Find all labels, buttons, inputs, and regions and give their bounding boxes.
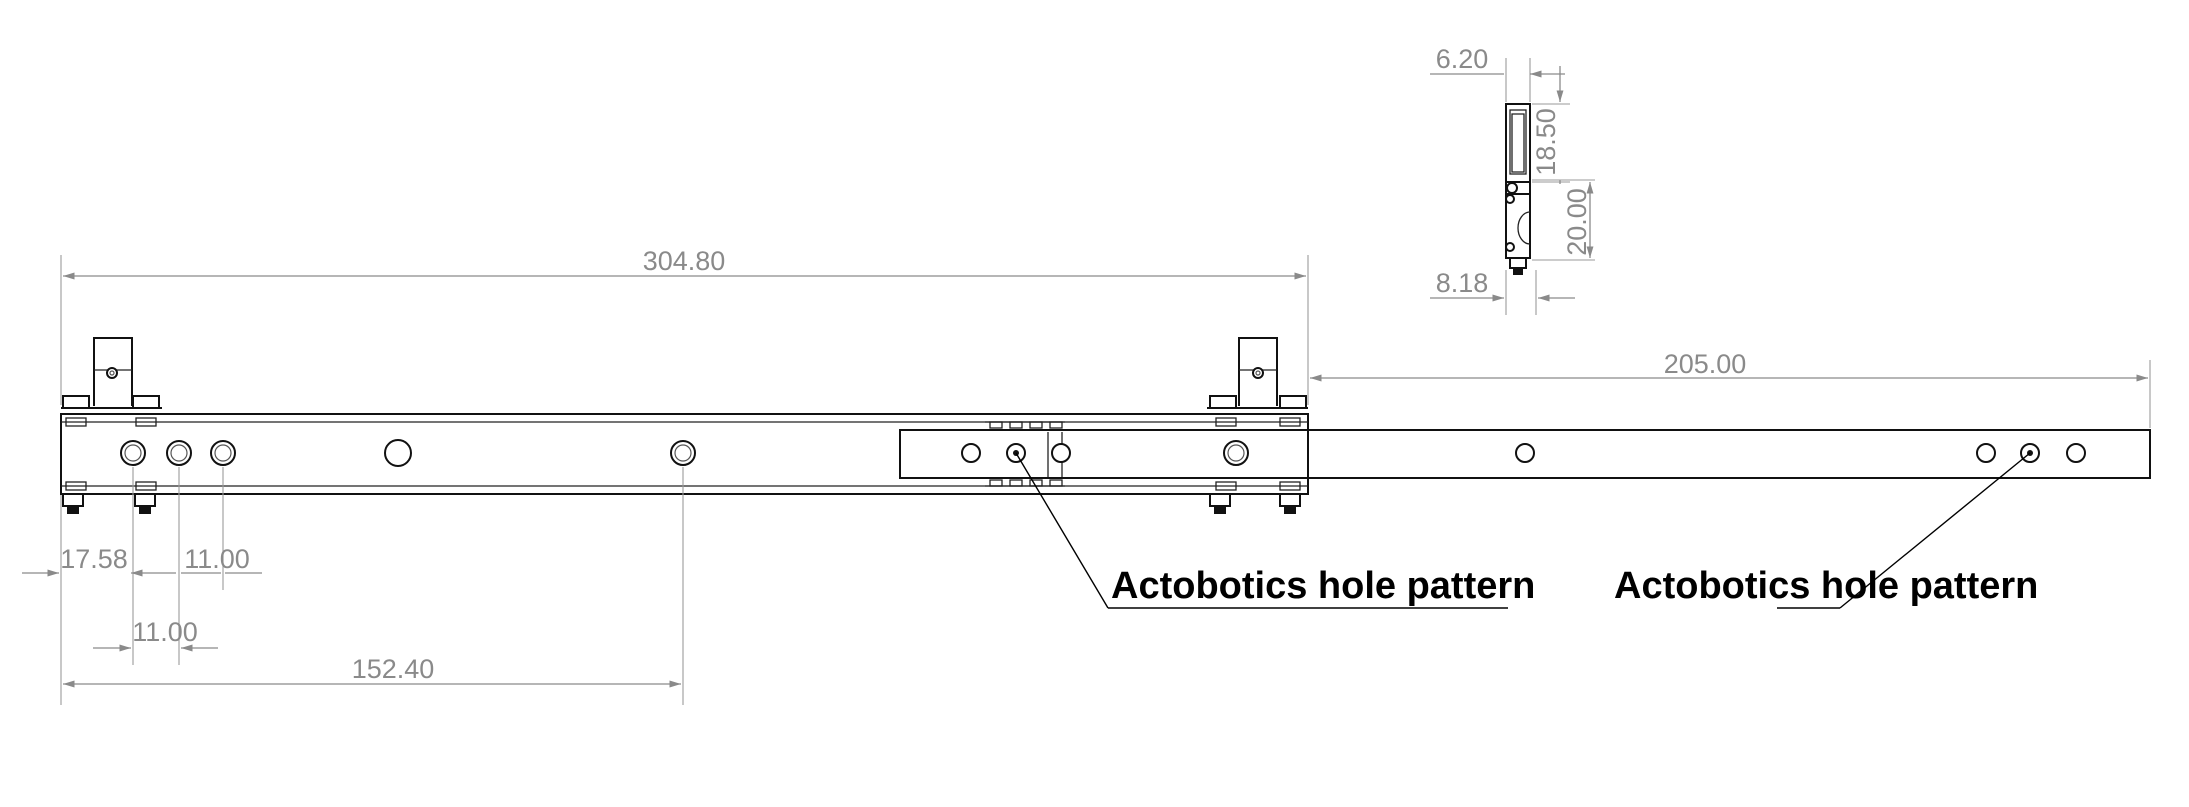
left-mounting-bracket [61, 337, 162, 409]
dimension-extension: 205.00 [1310, 349, 2151, 428]
dim-extension-label: 205.00 [1664, 349, 1747, 379]
dim-half-length-label: 152.40 [352, 654, 435, 684]
outer-rail-holes [120, 439, 696, 467]
dim-hole-spacing-a-label: 11.00 [184, 544, 250, 574]
dimension-side-height-lower: 20.00 [1532, 179, 1595, 261]
dim-side-width-top-label: 6.20 [1436, 44, 1489, 74]
dim-side-height-upper-label: 18.50 [1531, 108, 1561, 176]
dimension-side-width-bottom: 8.18 [1430, 268, 1575, 315]
dimension-hole-spacing-a: 11.00 [181, 467, 262, 590]
bottom-fasteners [62, 493, 1301, 514]
callout-left-label: Actobotics hole pattern [1111, 565, 1535, 607]
dimension-first-hole: 17.58 [22, 467, 176, 705]
dimension-hole-spacing-b: 11.00 [93, 467, 218, 665]
side-profile [1505, 103, 1531, 275]
outer-rail [60, 413, 1309, 495]
callout-right-label: Actobotics hole pattern [1614, 565, 2038, 607]
right-mounting-bracket [1207, 337, 1308, 409]
dim-overall-length-label: 304.80 [643, 246, 726, 276]
callout-right: Actobotics hole pattern [1614, 452, 2038, 609]
dimension-side-width-top: 6.20 [1430, 44, 1565, 102]
dimension-overall-length: 304.80 [60, 246, 1309, 405]
dimension-half-length: 152.40 [63, 467, 684, 705]
dim-first-hole-label: 17.58 [60, 544, 128, 574]
dim-side-width-bottom-label: 8.18 [1436, 268, 1489, 298]
dim-hole-spacing-b-label: 11.00 [132, 617, 198, 647]
inner-rail [899, 429, 2151, 479]
callout-left: Actobotics hole pattern [1015, 452, 1535, 609]
dimension-side-height-upper: 18.50 [1531, 66, 1570, 184]
dim-side-height-lower-label: 20.00 [1562, 188, 1592, 256]
